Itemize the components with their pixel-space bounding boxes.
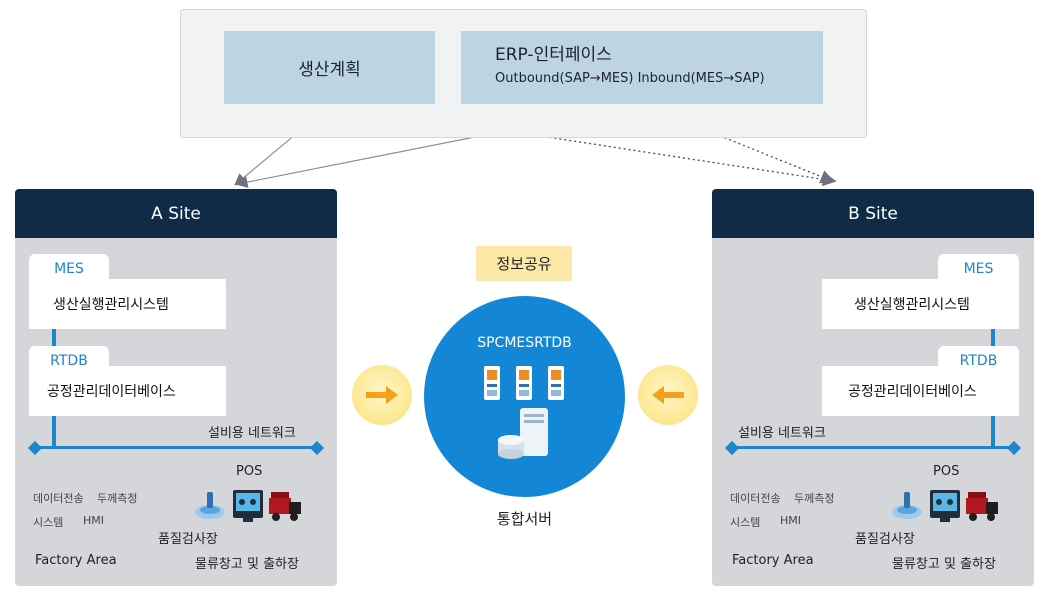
site-b-quality-label: 품질검사장 <box>855 532 915 547</box>
site-b-system-label: 시스템 <box>730 516 761 529</box>
arrow-right-circle <box>352 365 412 425</box>
site-a-network-left-end <box>27 440 43 456</box>
db-card-icon <box>484 366 500 400</box>
site-b-rtdb-card-label: 공정관리데이터베이스 <box>848 384 977 400</box>
network-disc-icon <box>195 492 225 519</box>
monitor-icon <box>233 490 263 522</box>
site-b-thickness-label: 두께측정 <box>794 492 835 505</box>
site-b-mes-tab: MES <box>938 254 1019 282</box>
erp-interface-title: ERP-인터페이스 <box>495 45 612 65</box>
site-b-data-transfer-label: 데이터전송 <box>730 492 781 505</box>
site-a-network-label: 설비용 네트워크 <box>208 426 296 441</box>
site-a-quality-label: 품질검사장 <box>158 532 218 547</box>
site-b-network-left-end <box>724 440 740 456</box>
network-disc-icon <box>892 492 922 519</box>
site-b-network-label: 설비용 네트워크 <box>738 426 826 441</box>
arrow-left-icon <box>652 386 684 404</box>
site-a-data-transfer-label: 데이터전송 <box>33 492 84 505</box>
site-b-mes-tab-label: MES <box>963 261 994 277</box>
erp-interface-box: ERP-인터페이스 Outbound(SAP→MES) Inbound(MES→… <box>461 31 823 104</box>
arrow-right-icon <box>366 386 398 404</box>
truck-icon <box>269 492 301 521</box>
site-b-title: B Site <box>848 203 898 224</box>
db-cards-icon <box>484 366 564 400</box>
production-plan-box: 생산계획 <box>224 31 435 104</box>
arrow-left-circle <box>638 365 698 425</box>
site-a-network-line <box>35 446 317 449</box>
server-icon <box>498 408 548 459</box>
site-a-rtdb-card: 공정관리데이터베이스 <box>29 366 226 416</box>
site-b-header: B Site <box>712 189 1034 238</box>
site-b-network-line <box>732 446 1014 449</box>
site-b-rtdb-tab-label: RTDB <box>959 353 998 369</box>
site-a-mes-card-label: 생산실행관리시스템 <box>53 297 169 313</box>
integrated-server-label: 통합서버 <box>496 510 553 528</box>
truck-icon <box>966 492 998 521</box>
site-a-mes-card: 생산실행관리시스템 <box>29 279 226 329</box>
site-b-logistics-label: 물류창고 및 출하장 <box>892 557 996 572</box>
site-a-hmi-label: HMI <box>83 514 105 527</box>
info-sharing-tag: 정보공유 <box>476 246 572 281</box>
site-a-thickness-label: 두께측정 <box>97 492 138 505</box>
site-a-header: A Site <box>15 189 337 238</box>
site-b-panel: B Site MES 생산실행관리시스템 RTDB 공정관리데이터베이스 설비용… <box>712 189 1034 586</box>
db-name-label: SPCMESRTDB <box>477 335 572 351</box>
site-a-network-right-end <box>309 440 325 456</box>
site-b-equipment-icons <box>892 490 998 522</box>
site-b-factory-label: Factory Area <box>732 553 814 568</box>
monitor-icon <box>930 490 960 522</box>
site-a-title: A Site <box>151 203 201 224</box>
site-a-factory-label: Factory Area <box>35 553 117 568</box>
site-a-rtdb-card-label: 공정관리데이터베이스 <box>47 384 176 400</box>
site-b-pos-label: POS <box>933 464 960 479</box>
erp-to-site-b-line <box>640 103 835 184</box>
db-card-icon <box>516 366 532 400</box>
db-card-icon <box>548 366 564 400</box>
site-a-mes-tab-label: MES <box>54 261 84 277</box>
site-a-mes-tab: MES <box>29 254 109 282</box>
site-b-rtdb-card: 공정관리데이터베이스 <box>822 366 1019 416</box>
site-a-logistics-label: 물류창고 및 출하장 <box>195 557 299 572</box>
site-a-equipment-icons <box>195 490 301 522</box>
production-plan-label: 생산계획 <box>298 60 361 80</box>
site-b-mes-card: 생산실행관리시스템 <box>822 279 1019 329</box>
info-sharing-label: 정보공유 <box>496 255 552 273</box>
site-b-network-right-end <box>1006 440 1022 456</box>
site-b-hmi-label: HMI <box>780 514 802 527</box>
site-a-pos-label: POS <box>236 464 263 479</box>
site-b-mes-card-label: 생산실행관리시스템 <box>854 297 970 313</box>
site-a-rtdb-tab-label: RTDB <box>50 353 88 369</box>
site-a-panel: A Site MES 생산실행관리시스템 RTDB 공정관리데이터베이스 설비용… <box>15 189 337 586</box>
site-a-system-label: 시스템 <box>33 516 64 529</box>
erp-interface-subtitle: Outbound(SAP→MES) Inbound(MES→SAP) <box>495 71 765 86</box>
